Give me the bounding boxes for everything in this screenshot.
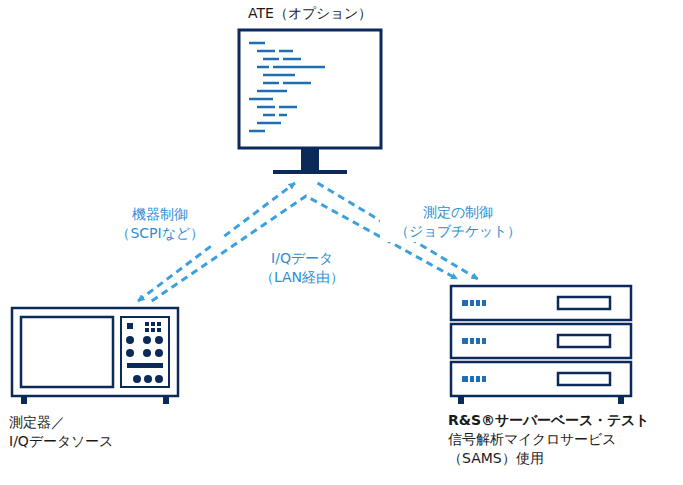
node-title: 測定器／ I/Qデータソース: [9, 413, 159, 451]
monitor-illustration: [235, 27, 385, 179]
node-title: R&S®サーバーベース・テスト: [448, 411, 678, 430]
node-subtitle: 信号解析マイクロサービス （SAMS）使用: [448, 430, 678, 468]
instrument-illustration: [9, 305, 181, 409]
measurement-instrument: 測定器／ I/Qデータソース: [5, 305, 205, 451]
server-rack: R&S®サーバーベース・テスト信号解析マイクロサービス （SAMS）使用: [440, 283, 680, 468]
node-title: ATE（オプション）: [235, 4, 385, 23]
server-rack-illustration: [448, 283, 634, 407]
connector-label: 測定の制御 （ジョブチケット）: [380, 202, 536, 242]
ate-monitor: ATE（オプション）: [235, 4, 385, 179]
connector-label: I/Qデータ （LAN経由）: [244, 248, 360, 288]
connector-label: 機器制御 （SCPIなど）: [97, 204, 223, 244]
